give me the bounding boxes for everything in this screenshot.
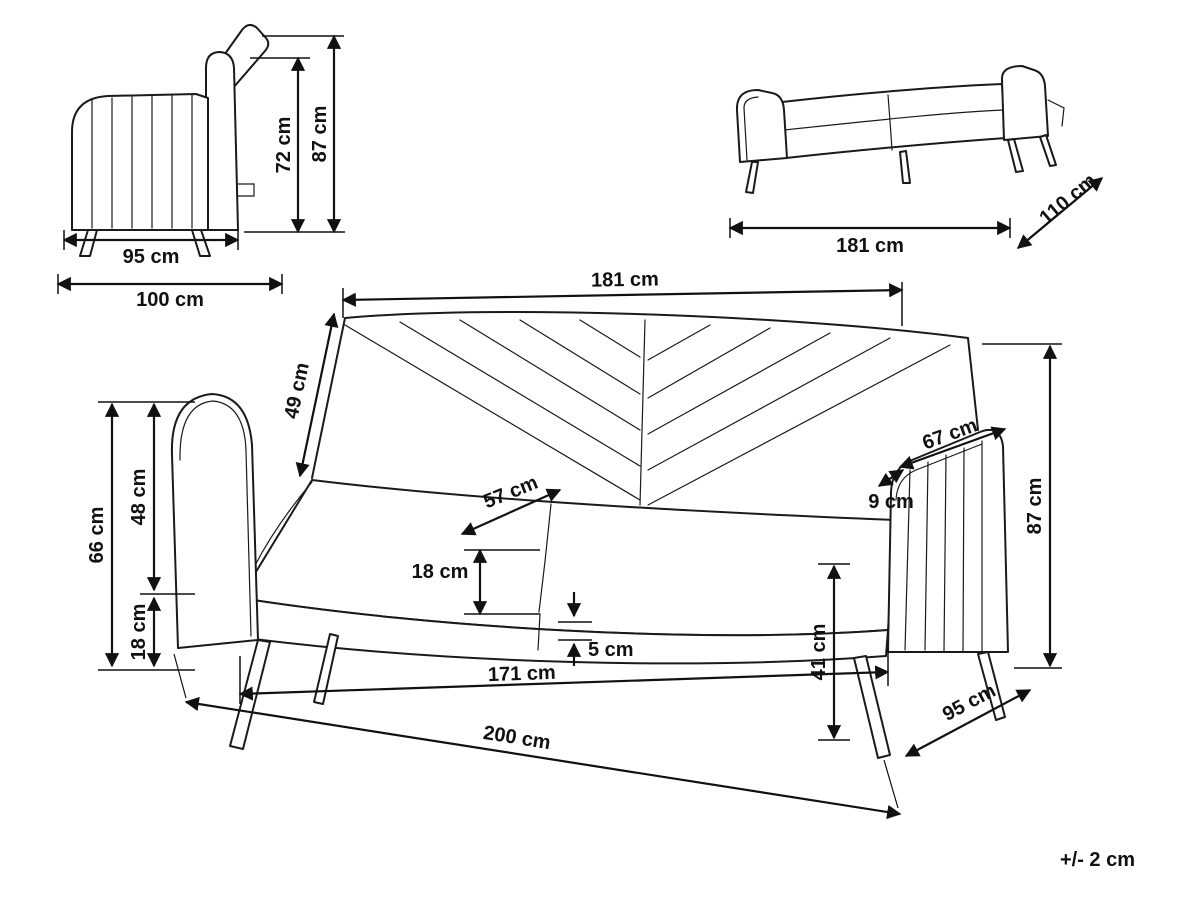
bed-view: 181 cm 110 cm <box>728 65 1104 257</box>
dim-total-height: 87 cm <box>982 343 1062 669</box>
bed-view-mattress <box>781 83 1007 159</box>
tolerance-note: +/- 2 cm <box>1060 849 1135 871</box>
dim-label-armrest-width: 9 cm <box>868 491 914 513</box>
dim-total-depth: 95 cm <box>904 680 1032 757</box>
dim-label-backrest-length: 49 cm <box>280 361 313 421</box>
left-arm-piping <box>179 400 252 637</box>
dim-label-side-outer-width: 100 cm <box>136 289 204 311</box>
dim-label-side-inner-width: 95 cm <box>123 246 180 268</box>
sofa-left-arm <box>170 393 259 649</box>
dim-bed-depth: 110 cm <box>1016 170 1104 249</box>
bed-view-seam <box>887 94 893 151</box>
seat-cushion-split-front <box>537 613 541 651</box>
dim-arm-lower-height: 18 cm <box>128 596 162 668</box>
bed-view-left-arm-piping <box>743 96 759 161</box>
bed-view-latch <box>1047 99 1065 127</box>
dim-label-bed-length: 181 cm <box>836 235 904 257</box>
dim-label-side-backrest-height: 72 cm <box>273 117 295 174</box>
sofa-backrest-outline <box>311 310 979 479</box>
dim-label-base-gap: 5 cm <box>588 639 634 661</box>
bed-view-leg <box>899 150 911 184</box>
dim-arm-total-height: 66 cm <box>86 401 195 671</box>
dim-label-total-depth: 95 cm <box>939 680 999 726</box>
bed-view-seam <box>783 109 1005 131</box>
dim-backrest-length: 49 cm <box>280 312 339 478</box>
side-view-stitch-lines <box>91 94 193 229</box>
dim-label-arm-upper-height: 48 cm <box>128 469 150 526</box>
main-view: 181 cm 49 cm 57 cm 18 cm 5 cm <box>86 268 1062 820</box>
dim-label-inner-width: 171 cm <box>488 662 557 686</box>
side-view-frame-notch <box>237 183 255 197</box>
sofa-seat-front <box>239 597 889 665</box>
dim-label-bed-depth: 110 cm <box>1036 170 1101 230</box>
side-view-back-panel <box>205 51 239 231</box>
side-view-leg <box>79 229 98 257</box>
backrest-chevron-stitching <box>344 319 951 506</box>
bed-view-left-arm <box>735 89 788 163</box>
right-arm-stitch-lines <box>904 440 983 653</box>
dim-cushion-thickness: 18 cm <box>412 548 540 616</box>
dim-armrest-width: 9 cm <box>868 469 914 513</box>
dim-bed-length: 181 cm <box>728 218 1012 257</box>
dim-side-total-height: 87 cm <box>262 34 344 234</box>
dim-side-inner-width: 95 cm <box>62 230 240 268</box>
side-view: 95 cm 100 cm 72 cm 87 cm <box>56 24 345 311</box>
bed-view-leg <box>1039 134 1057 167</box>
bed-view-right-arm <box>1000 65 1049 141</box>
dim-label-arm-total-height: 66 cm <box>86 507 108 564</box>
dim-back-width: 181 cm <box>341 268 904 326</box>
dim-label-cushion-thickness: 18 cm <box>412 561 469 583</box>
dim-label-back-width: 181 cm <box>591 268 659 291</box>
dim-label-seat-height: 41 cm <box>808 624 830 681</box>
dim-seat-height: 41 cm <box>808 563 850 741</box>
dim-label-total-height: 87 cm <box>1024 478 1046 535</box>
dim-base-gap: 5 cm <box>558 592 634 666</box>
side-view-body <box>71 93 209 231</box>
bed-view-leg <box>745 161 759 194</box>
dim-label-arm-lower-height: 18 cm <box>128 604 150 661</box>
dim-label-side-total-height: 87 cm <box>309 106 331 163</box>
dim-side-outer-width: 100 cm <box>56 274 284 311</box>
bed-view-leg <box>1007 138 1024 173</box>
dim-arm-upper-height: 48 cm <box>128 402 195 595</box>
side-view-leg <box>191 229 211 257</box>
dim-inner-width: 171 cm <box>238 648 890 704</box>
